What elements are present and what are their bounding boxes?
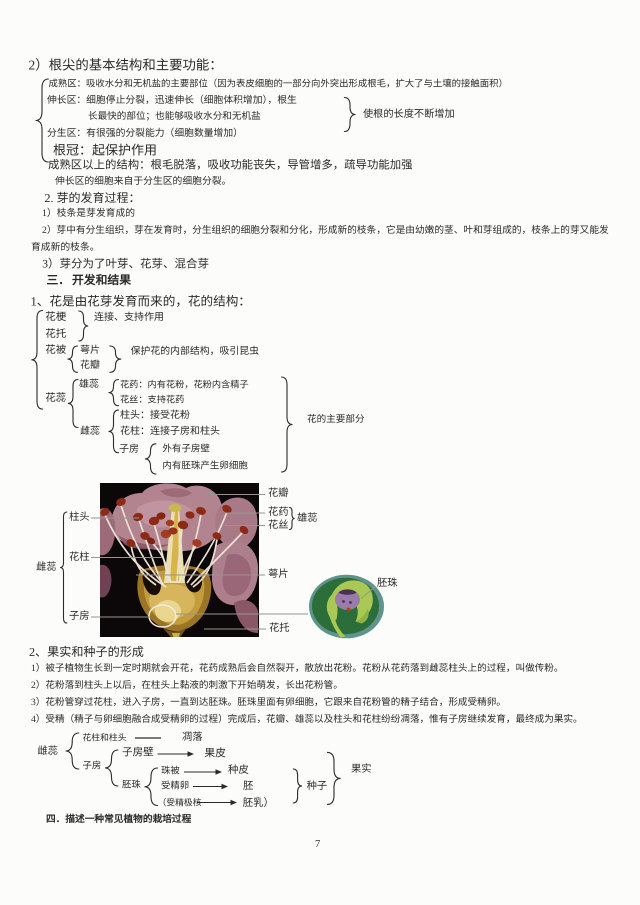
label-huarui: 花蕊	[45, 392, 67, 404]
fd-cirui: 雌蕊	[37, 745, 59, 757]
photo-label-zifang: 子房	[69, 610, 90, 622]
line-peizhu	[360, 586, 376, 599]
line-above-mature: 成熟区以上的结构：根毛脱落，吸收功能丧失，导管增多，疏导功能加强	[48, 159, 413, 172]
photo-label-huayao: 花药	[268, 506, 289, 518]
photo-label-huatuo: 花托	[269, 622, 290, 634]
line-fruit-heading: 2、果实和种子的形成	[29, 644, 144, 659]
note-root-length: 使根的长度不断增加	[363, 108, 455, 120]
fd-zifang: 子房	[82, 761, 102, 772]
fd-zhongzi: 种子	[306, 780, 328, 792]
brace-flower-main-note	[280, 376, 293, 473]
line-fruit-p2: 2）花粉落到柱头上以后，在柱头上黏液的刺激下开始萌发，长出花粉管。	[31, 679, 343, 691]
note-main-part: 花的主要部分	[307, 413, 365, 425]
fd-peiru: 胚乳）	[242, 797, 274, 809]
note-protect: 保护花的内部结构，吸引昆虫	[130, 345, 259, 357]
arrow-zygote-embryo	[193, 783, 228, 790]
label-zifang: 子房	[119, 444, 139, 456]
line-mature-zone: 成熟区：吸收水分和无机盐的主要部位（因为表皮细胞的一部分向外突出形成根毛，扩大了…	[48, 78, 508, 89]
arrow-ovarywall-pericarp	[157, 751, 194, 757]
line-fruit-p3: 3）花粉管穿过花柱，进入子房，一直到达胚珠。胚珠里面有卵细胞，它跟来自花粉管的精…	[31, 696, 506, 708]
brace-fruit-ovule	[144, 767, 159, 807]
line-bud-p3: 3）芽分为了叶芽、花芽、混合芽	[42, 257, 210, 270]
label-huazhu: 花柱：连接子房和柱头	[120, 426, 220, 438]
label-xiongrui: 雄蕊	[79, 379, 99, 391]
arrow-polar-endosperm	[197, 799, 237, 806]
note-connect: 连接、支持作用	[94, 312, 164, 323]
photo-label-huazhu: 花柱	[69, 551, 90, 563]
photo-label-huaban: 花瓣	[268, 487, 289, 499]
brace-photo-pistil	[60, 511, 68, 624]
brace-stamen	[108, 378, 120, 407]
line-flower-intro: 1、花是由花芽发育而来的，花的结构：	[30, 294, 251, 309]
arrow-integument-seedcoat	[184, 769, 222, 775]
flower-photo	[100, 483, 259, 637]
heading-section3-num: 三．	[46, 273, 71, 288]
line-bud-heading: 2. 芽的发育过程：	[44, 191, 141, 205]
brace-flower-main	[31, 309, 44, 410]
fd-pei: 胚	[243, 780, 254, 792]
line-bud-p2: 2）芽中有分生组织，芽在发育时，分生组织的细胞分裂和分化，形成新的枝条，它是由幼…	[42, 224, 609, 236]
fd-guoshi: 果实	[351, 763, 372, 775]
line-bud-p2b: 育成新的枝条。	[31, 242, 100, 254]
label-huasi: 花丝：支持花药	[120, 393, 185, 404]
photo-label-xiongrui: 雄蕊	[297, 512, 318, 524]
brace-perianth	[67, 345, 79, 373]
line-fruit-p1: 1）被子植物生长到一定时期就会开花，花药成熟后会自然裂开，散放出花粉。花粉从花药…	[31, 662, 564, 674]
brace-pistil	[108, 409, 120, 454]
line-fruit-p4: 4）受精（精子与卵细胞融合成受精卵的过程）完成后，花瓣、雄蕊以及柱头和花柱纷纷凋…	[31, 714, 583, 726]
label-zifang-in: 内有胚珠产生卵细胞	[162, 461, 248, 472]
heading-section4: 四．描述一种常见植物的栽培过程	[46, 813, 192, 825]
line-bud-p1: 1）枝条是芽发育成的	[42, 208, 136, 220]
fd-peizhu: 胚珠	[122, 780, 141, 791]
brace-root-main	[35, 78, 49, 163]
brace-photo-stamen	[288, 506, 295, 531]
fd-shoujingjihe: （受精极核	[157, 797, 202, 808]
stamens	[104, 504, 244, 588]
label-zifang-out: 外有子房壁	[162, 444, 210, 455]
page-number: 7	[315, 838, 321, 850]
line-elongation-zone: 伸长区：细胞停止分裂，迅速伸长（细胞体积增加），根生	[47, 94, 297, 106]
label-zhutou: 柱头：接受花粉	[120, 410, 190, 422]
label-huaban: 花瓣	[80, 360, 100, 371]
photo-label-epian: 萼片	[268, 568, 289, 580]
brace-sepal-petal	[109, 345, 122, 373]
brace-pedicel-group	[78, 310, 89, 342]
brace-fruit-pistil	[65, 732, 80, 770]
ovule-highlight-circle	[148, 604, 177, 628]
fd-diaoluo: 凋落	[182, 731, 203, 743]
photo-label-cirui: 雌蕊	[36, 561, 57, 573]
label-huatuo: 花托	[45, 329, 67, 341]
brace-fruit-ovary	[104, 749, 119, 787]
line-root-cap: 根冠：起保护作用	[53, 142, 158, 157]
fd-huazhu-zhutou: 花柱和柱头	[82, 732, 127, 743]
ovule-inset	[309, 574, 384, 639]
label-epian: 萼片	[80, 345, 100, 357]
line-elongation-cont: 长最快的部位；也能够吸收水分和无机盐	[88, 110, 261, 122]
photo-label-peizhu: 胚珠	[377, 577, 398, 589]
brace-ovary	[144, 443, 157, 475]
line-cell-origin: 伸长区的细胞来自于分生区的细胞分裂。	[55, 176, 232, 188]
label-huabei: 花被	[45, 345, 67, 357]
line-root-heading: 2）根尖的基本结构和主要功能：	[28, 57, 223, 73]
brace-seed	[292, 768, 303, 804]
heading-section3: 开发和结果	[72, 273, 131, 288]
photo-label-zhutou: 柱头	[69, 511, 90, 523]
brace-fruit-result	[326, 751, 341, 805]
fd-zifangbi: 子房壁	[122, 747, 154, 759]
photo-label-huasi: 花丝	[268, 519, 289, 531]
anthers	[100, 498, 249, 547]
fd-zhubei: 珠被	[161, 766, 180, 777]
brace-root-note	[343, 96, 356, 133]
label-cirui: 雌蕊	[80, 425, 100, 437]
label-huageng: 花梗	[45, 311, 67, 323]
fd-zhongpi: 种皮	[228, 764, 249, 776]
label-huayao: 花药：内有花粉，花粉内含精子	[120, 379, 249, 390]
line-meristem-zone: 分生区：有很强的分裂能力（细胞数量增加）	[47, 127, 243, 139]
brace-huarui	[67, 378, 79, 429]
fd-shoujingluan: 受精卵	[161, 780, 190, 791]
fd-guopi: 果皮	[204, 747, 226, 760]
